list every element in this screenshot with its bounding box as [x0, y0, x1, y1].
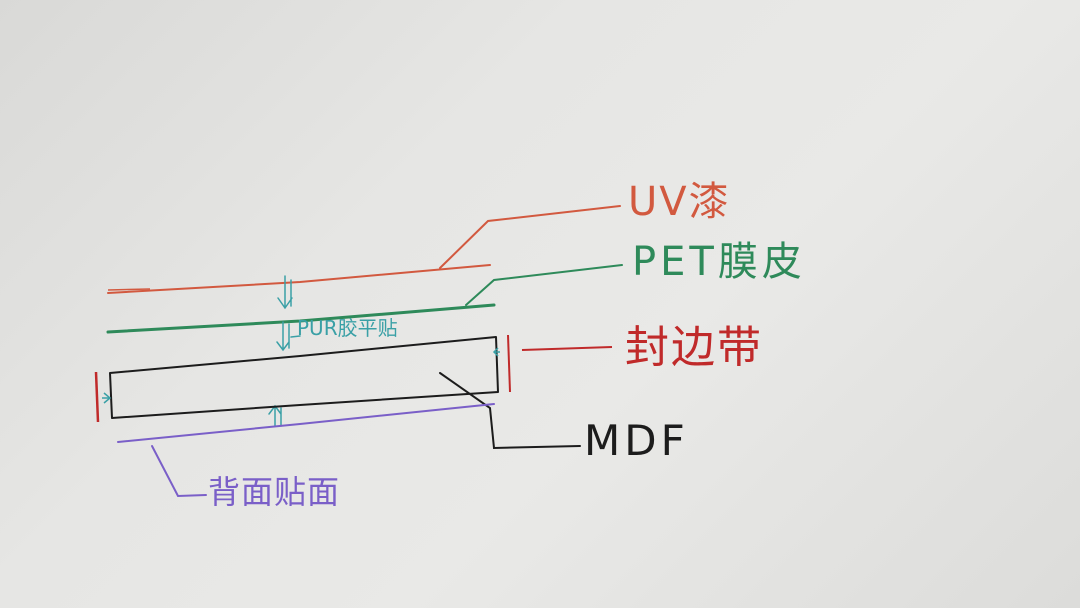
edge-band-right — [507, 334, 511, 393]
uv-paint-tick — [107, 288, 151, 291]
back-veneer-leader — [151, 445, 207, 498]
mdf-leader — [439, 372, 581, 450]
glue-leader — [290, 335, 301, 338]
edge-band-label: 封边带 — [625, 322, 763, 373]
glue-arrow-top — [277, 275, 293, 310]
pur-glue-arrows — [268, 275, 301, 427]
uv-paint-label: UV漆 — [628, 179, 731, 225]
mdf-board — [109, 336, 581, 450]
pet-film-leader — [465, 264, 623, 306]
glue-arrow-mid — [276, 321, 290, 352]
glue-arrow-bottom — [268, 404, 282, 427]
pet-film-line — [106, 303, 496, 334]
edge-band-leader — [521, 346, 613, 351]
pur-glue-label: PUR胶平贴 — [297, 316, 398, 340]
edge-arrows-left — [102, 392, 112, 404]
pet-film-layer — [106, 264, 623, 334]
edge-arrows-right — [492, 347, 500, 357]
uv-paint-line — [107, 264, 491, 294]
uv-paint-leader — [439, 205, 621, 269]
edge-band — [94, 334, 613, 423]
back-veneer-label: 背面贴面 — [208, 473, 341, 511]
mdf-label: MDF — [584, 416, 689, 465]
edge-band-left — [94, 371, 100, 423]
back-veneer-layer — [117, 403, 495, 498]
back-veneer-line — [117, 403, 495, 443]
uv-paint-layer — [107, 205, 621, 294]
mdf-outline — [109, 336, 499, 419]
pet-film-label: PET膜皮 — [632, 239, 806, 285]
